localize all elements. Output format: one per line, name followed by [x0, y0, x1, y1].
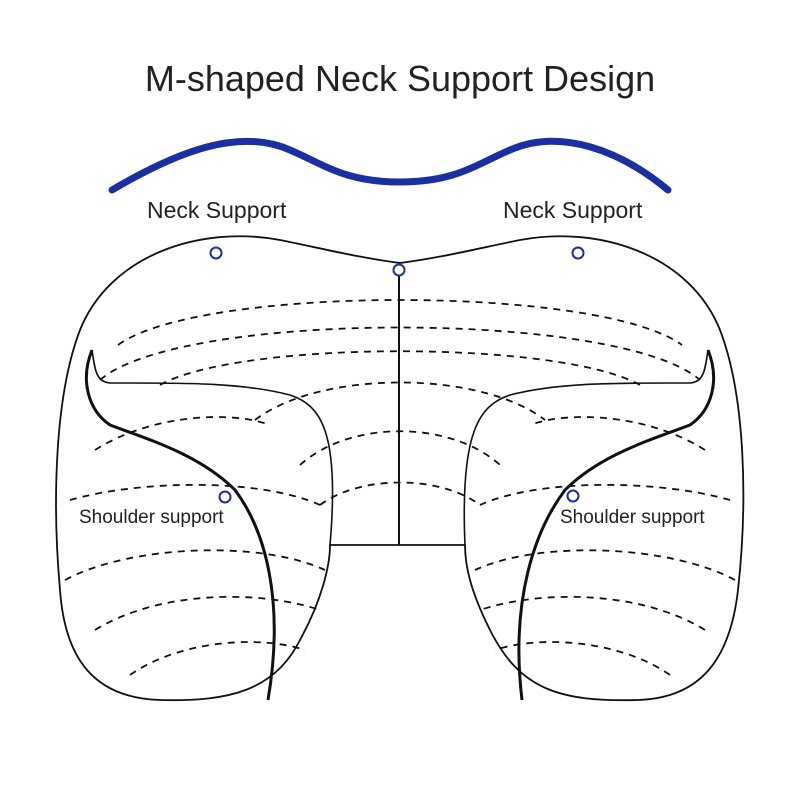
- shoulder-support-label-right: Shoulder support: [560, 507, 705, 528]
- contour-mid-3: [319, 481, 481, 506]
- contour-right-5: [494, 641, 671, 676]
- shoulder-wing-edge-right: [517, 349, 716, 701]
- marker-shoulder-left: [218, 490, 232, 504]
- diagram-title: M-shaped Neck Support Design: [144, 58, 656, 99]
- shoulder-support-label-left: Shoulder support: [79, 507, 224, 528]
- neck-roll-edge: [91, 349, 334, 546]
- contour-right-1: [529, 416, 706, 451]
- neck-roll-edge-right: [463, 349, 709, 546]
- contour-left-4: [94, 596, 321, 631]
- contour-mid-2: [299, 430, 501, 466]
- markers: [209, 246, 585, 504]
- contour-left-2: [69, 483, 321, 506]
- contour-right-4: [479, 596, 706, 631]
- shoulder-wing-edge-left: [84, 349, 276, 701]
- contour-left-5: [129, 641, 306, 676]
- contour-right-2: [479, 483, 731, 506]
- m-shape-curve: [108, 137, 672, 194]
- contour-right-3: [474, 549, 736, 581]
- marker-neck-right: [571, 246, 585, 260]
- marker-shoulder-right: [566, 489, 580, 503]
- dashed-contours: [64, 299, 736, 676]
- neck-support-label-right: Neck Support: [503, 197, 643, 223]
- marker-center: [392, 263, 406, 277]
- contour-top-1: [117, 299, 683, 346]
- neck-support-label-left: Neck Support: [147, 197, 287, 223]
- contour-left-1: [94, 416, 271, 451]
- marker-neck-left: [209, 246, 223, 260]
- contour-left-3: [64, 549, 326, 581]
